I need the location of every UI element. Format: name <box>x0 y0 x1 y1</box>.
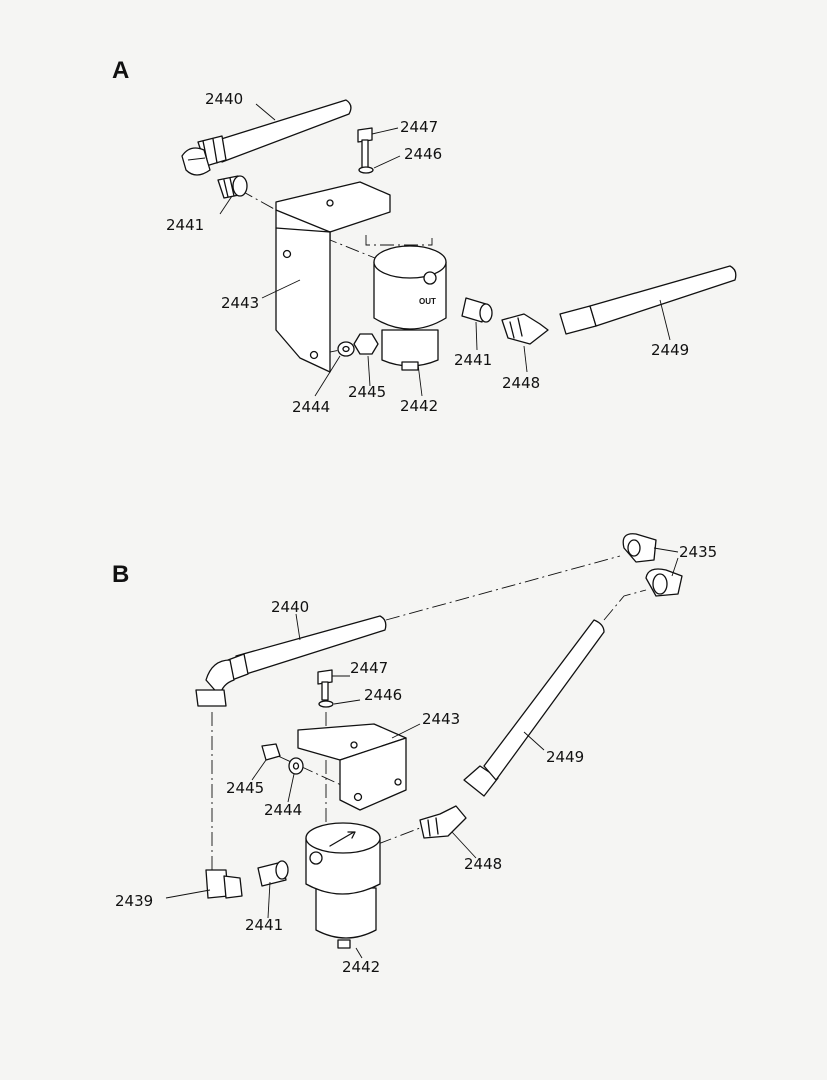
label-2448-a: 2448 <box>502 374 540 392</box>
section-b-label: B <box>112 561 129 588</box>
centerline-b4 <box>377 827 421 845</box>
label-2443-b: 2443 <box>422 710 460 728</box>
label-2449-a: 2449 <box>651 341 689 359</box>
fitting-2441-b <box>257 860 289 887</box>
label-2442-b: 2442 <box>342 958 380 976</box>
label-2444-a: 2444 <box>292 398 330 416</box>
bolt-2445-b <box>261 743 281 761</box>
label-2441-b: 2441 <box>245 916 283 934</box>
label-2444-b: 2444 <box>264 801 302 819</box>
section-a-label: A <box>112 57 129 84</box>
fitting-2441-a-right <box>461 297 493 323</box>
label-2445-b: 2445 <box>226 779 264 797</box>
label-2441-a-left: 2441 <box>166 216 204 234</box>
centerline-b1 <box>385 555 621 621</box>
bracket-2443-b <box>297 723 407 811</box>
centerline-b6 <box>603 589 647 621</box>
nut-2445-a <box>353 333 379 355</box>
label-2441-a-right: 2441 <box>454 351 492 369</box>
label-2447-b: 2447 <box>350 659 388 677</box>
label-2448-b: 2448 <box>464 855 502 873</box>
washer-2446-a <box>358 166 374 174</box>
hose-2440-b <box>195 615 387 707</box>
label-2449-b: 2449 <box>546 748 584 766</box>
label-2440-b: 2440 <box>271 598 309 616</box>
outlet-marking: OUT <box>419 297 436 306</box>
label-2447-a: 2447 <box>400 118 438 136</box>
hose-2449-a <box>559 265 737 335</box>
section-a: A <box>112 57 737 416</box>
label-2445-a: 2445 <box>348 383 386 401</box>
bolt-2447-a <box>357 127 373 169</box>
filter-2442-a: OUT <box>373 245 447 371</box>
hose-2449-b <box>463 619 605 797</box>
elbow-2448-b <box>419 805 467 839</box>
section-b: B <box>112 533 717 976</box>
elbow-2439-b <box>205 869 243 899</box>
label-2442-a: 2442 <box>400 397 438 415</box>
label-2443-a: 2443 <box>221 294 259 312</box>
bolt-2447-b <box>317 669 333 701</box>
label-2440-a: 2440 <box>205 90 243 108</box>
bracket-2443-a <box>275 181 391 373</box>
label-2435-b: 2435 <box>679 543 717 561</box>
centerline-a2 <box>365 235 433 246</box>
filter-2442-b <box>305 822 381 949</box>
fitting-2441-a-left <box>217 175 248 199</box>
label-2439-b: 2439 <box>115 892 153 910</box>
washer-2446-b <box>318 700 334 708</box>
elbow-2448-a <box>501 313 549 345</box>
label-2446-b: 2446 <box>364 686 402 704</box>
clamp-2435-b <box>622 533 683 597</box>
label-2446-a: 2446 <box>404 145 442 163</box>
hose-2440-a <box>181 99 352 176</box>
